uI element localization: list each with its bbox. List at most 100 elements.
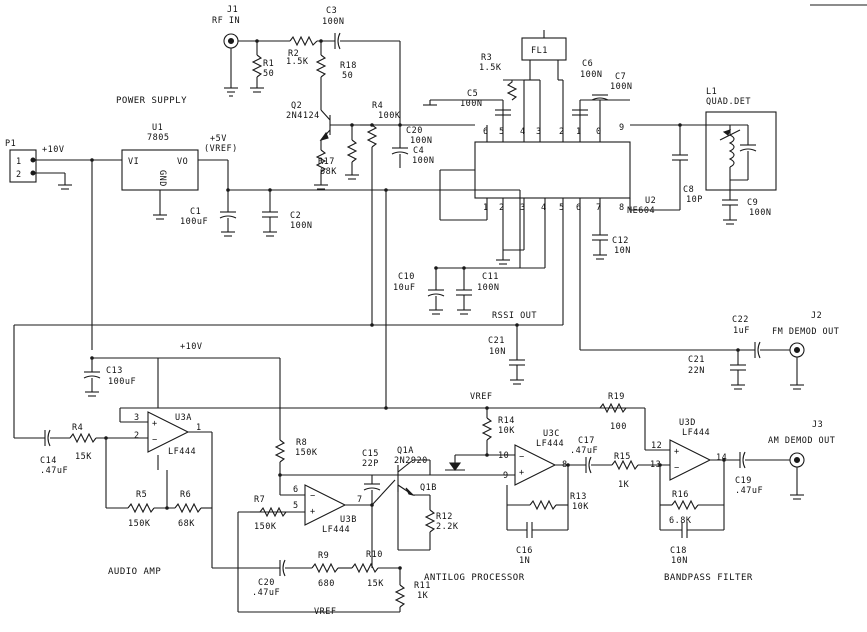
r2-val: 1.5K xyxy=(286,57,309,67)
c4-ref: C4 xyxy=(413,146,424,156)
bandpass-section: R19 100 + − 12 13 14 U3D LF444 R16 6.8K … xyxy=(599,392,835,583)
r10-val: 15K xyxy=(367,579,384,589)
r11-ref: R11 xyxy=(414,581,431,591)
c3-ref: C3 xyxy=(326,6,337,16)
j2-ref: J2 xyxy=(811,311,822,321)
svg-text:3: 3 xyxy=(536,127,542,137)
c3-val: 100N xyxy=(322,17,344,27)
c12-ref: C12 xyxy=(612,236,629,246)
u3c-section: VREF R14 10K Q1B − + 10 9 8 U3C LF444 R1… xyxy=(384,392,670,566)
svg-text:6: 6 xyxy=(576,203,582,213)
r12-val: 2.2K xyxy=(436,522,459,532)
c2-val: 100N xyxy=(290,221,312,231)
c17-val: .47uF xyxy=(570,446,598,456)
c19-val: .47uF xyxy=(735,486,763,496)
r4b-val: 15K xyxy=(75,452,92,462)
u2-ref: U2 xyxy=(645,196,656,206)
c20-val: 100N xyxy=(410,136,432,146)
r16-ref: R16 xyxy=(672,490,689,500)
q2-val: 2N4124 xyxy=(286,111,320,121)
u3b-ref: U3B xyxy=(340,515,357,525)
plus5v-label: +5V xyxy=(210,134,227,144)
r8-ref: R8 xyxy=(296,438,307,448)
svg-text:8: 8 xyxy=(619,203,625,213)
svg-text:+: + xyxy=(152,419,158,429)
c20b-val: .47uF xyxy=(252,588,280,598)
c19-ref: C19 xyxy=(735,476,752,486)
svg-text:−: − xyxy=(519,452,525,462)
c13-val: 100uF xyxy=(108,377,136,387)
c16-ref: C16 xyxy=(516,546,533,556)
c8-ref: C8 xyxy=(683,185,694,195)
c7-val: 100N xyxy=(610,82,632,92)
svg-text:2: 2 xyxy=(499,203,505,213)
c10-val: 10uF xyxy=(393,283,415,293)
r18-val: 50 xyxy=(342,71,353,81)
c11-ref: C11 xyxy=(482,272,499,282)
u3b-opamp xyxy=(304,484,347,526)
plus10v-label: +10V xyxy=(42,145,64,155)
c4-val: 100N xyxy=(412,156,434,166)
audio-amp-title: AUDIO AMP xyxy=(108,567,161,577)
c1-val: 100uF xyxy=(180,217,208,227)
fl1-ref: FL1 xyxy=(531,46,548,56)
r1-ref: R1 xyxy=(263,59,274,69)
quad-detector: L1 QUAD.DET C8 10P C9 100N xyxy=(630,87,777,225)
svg-text:3: 3 xyxy=(520,203,526,213)
r6-ref: R6 xyxy=(180,490,191,500)
r8-val: 150K xyxy=(295,448,318,458)
r14-val: 10K xyxy=(498,426,515,436)
u3a-ref: U3A xyxy=(175,413,192,423)
svg-text:−: − xyxy=(310,491,316,501)
j3-ref: J3 xyxy=(812,420,823,430)
q1b-ref: Q1B xyxy=(420,483,437,493)
u1-ref: U1 xyxy=(152,123,163,133)
power-supply-title: POWER SUPPLY xyxy=(116,96,187,106)
svg-text:9: 9 xyxy=(619,123,625,133)
svg-text:−: − xyxy=(674,463,680,473)
rf-input-section: J1 RF IN R1 50 R2 1.5K C3 100N R18 50 xyxy=(212,5,475,325)
c5-ref: C5 xyxy=(467,89,478,99)
u3a-val: LF444 xyxy=(168,447,196,457)
svg-text:2: 2 xyxy=(134,431,140,441)
svg-text:5: 5 xyxy=(293,501,299,511)
u3d-val: LF444 xyxy=(682,428,710,438)
svg-text:4: 4 xyxy=(541,203,547,213)
j1-pin xyxy=(227,37,235,45)
r19-ref: R19 xyxy=(608,392,625,402)
svg-text:+: + xyxy=(674,447,680,457)
l1-label: QUAD.DET xyxy=(706,97,751,107)
r4b-ref: R4 xyxy=(72,423,83,433)
c15-ref: C15 xyxy=(362,449,379,459)
j1-ref: J1 xyxy=(227,5,238,15)
r3-val: 1.5K xyxy=(479,63,502,73)
r12-ref: R12 xyxy=(436,512,453,522)
rssi-section: C10 10uF C11 100N RSSI OUT C21 10N xyxy=(13,266,563,438)
r16-val: 6.8K xyxy=(669,516,692,526)
c9-ref: C9 xyxy=(747,198,758,208)
filter-section: FL1 R3 1.5K C5 100N C6 100N C7 100N xyxy=(423,30,632,116)
j1-label: RF IN xyxy=(212,16,240,26)
fm-demod-output: C22 1uF J2 FM DEMOD OUT C21 22N xyxy=(580,311,839,390)
am-demod-out-label: AM DEMOD OUT xyxy=(768,436,835,446)
u3c-ref: U3C xyxy=(543,429,560,439)
u3c-opamp xyxy=(514,444,557,486)
q1a-val: 2N2920 xyxy=(394,456,428,466)
r9-val: 680 xyxy=(318,579,335,589)
svg-text:1: 1 xyxy=(196,423,202,433)
svg-text:2: 2 xyxy=(16,170,22,180)
u1-val: 7805 xyxy=(147,133,169,143)
svg-text:12: 12 xyxy=(651,441,662,451)
c14-ref: C14 xyxy=(40,456,57,466)
u2-val: NE604 xyxy=(627,206,655,216)
svg-text:VO: VO xyxy=(177,157,188,167)
svg-text:0: 0 xyxy=(596,127,602,137)
c15-val: 22P xyxy=(362,459,379,469)
c17-ref: C17 xyxy=(578,436,595,446)
r15-val: 1K xyxy=(618,480,630,490)
svg-text:4: 4 xyxy=(520,127,526,137)
audio-amp-section: +10V C13 100uF U3A LF444 + − 3 2 1 C14 .… xyxy=(14,342,386,577)
rssi-out-label: RSSI OUT xyxy=(492,311,537,321)
p1-ref: P1 xyxy=(5,139,16,149)
